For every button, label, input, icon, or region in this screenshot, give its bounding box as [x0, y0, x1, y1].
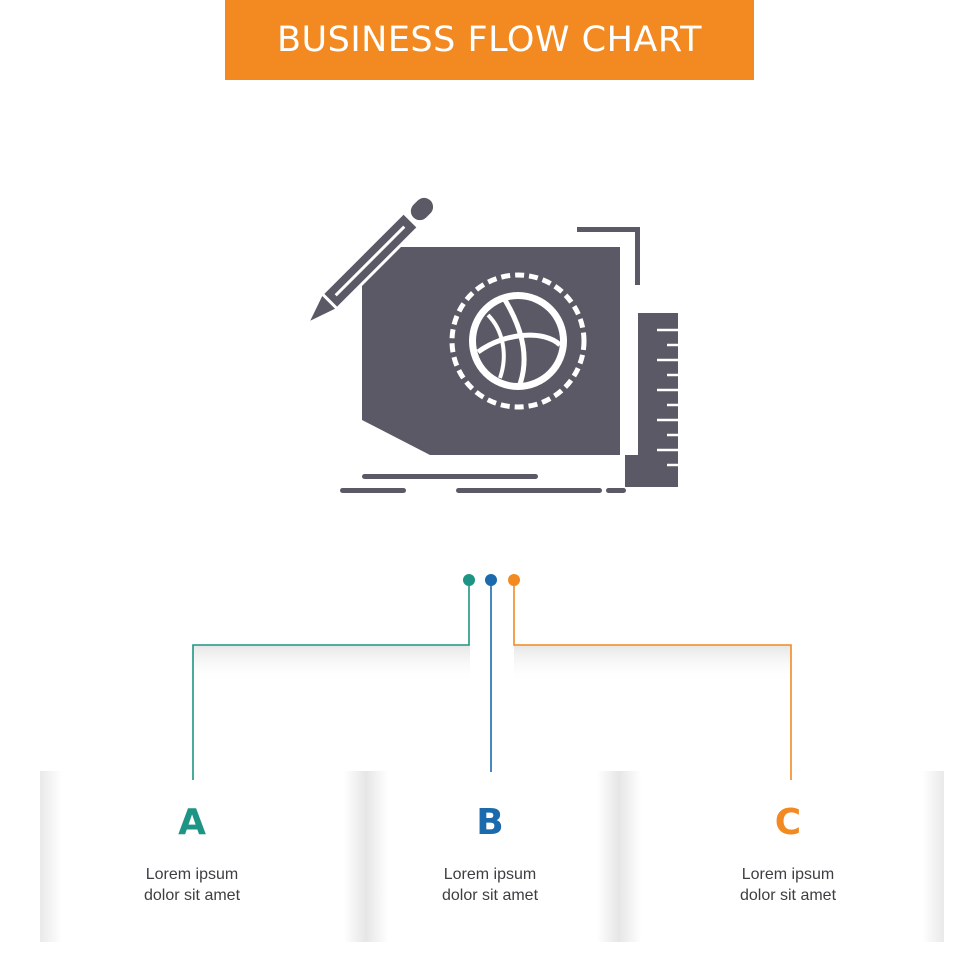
bottom-lines	[340, 474, 626, 493]
card-shade-right	[922, 771, 944, 942]
step-b-text: Lorem ipsum dolor sit amet	[390, 864, 590, 906]
connector-c-dot	[508, 574, 520, 586]
connector-a	[192, 584, 470, 780]
card-shade-bc	[597, 771, 619, 942]
step-b-letter: B	[476, 802, 504, 843]
card-shade-ab	[344, 771, 366, 942]
step-c-line2: dolor sit amet	[739, 887, 837, 904]
page-title: BUSINESS FLOW CHART	[276, 20, 703, 60]
card-shade-ab2	[366, 771, 388, 942]
step-c-text: Lorem ipsum dolor sit amet	[688, 864, 888, 906]
step-a-line2: dolor sit amet	[143, 887, 241, 904]
step-a-line1: Lorem ipsum	[145, 866, 239, 883]
step-a-text: Lorem ipsum dolor sit amet	[92, 864, 292, 906]
connector-a-dot	[463, 574, 475, 586]
step-b-line1: Lorem ipsum	[443, 866, 537, 883]
ruler-ticks	[657, 328, 678, 467]
step-a-letter: A	[178, 802, 206, 843]
ruler	[638, 313, 678, 487]
base-bar	[625, 455, 638, 487]
step-b-line2: dolor sit amet	[441, 887, 539, 904]
card-shade-left	[40, 771, 62, 942]
dashed-circle	[449, 272, 587, 410]
title-banner: BUSINESS FLOW CHART	[225, 0, 754, 80]
pencil-shape	[310, 191, 440, 321]
connector-c	[513, 584, 792, 780]
step-c-line1: Lorem ipsum	[741, 866, 835, 883]
design-pencil-ruler-icon	[310, 191, 678, 493]
step-c-letter: C	[774, 802, 802, 843]
connector-b-dot	[485, 574, 497, 586]
card-shade-bc2	[619, 771, 641, 942]
